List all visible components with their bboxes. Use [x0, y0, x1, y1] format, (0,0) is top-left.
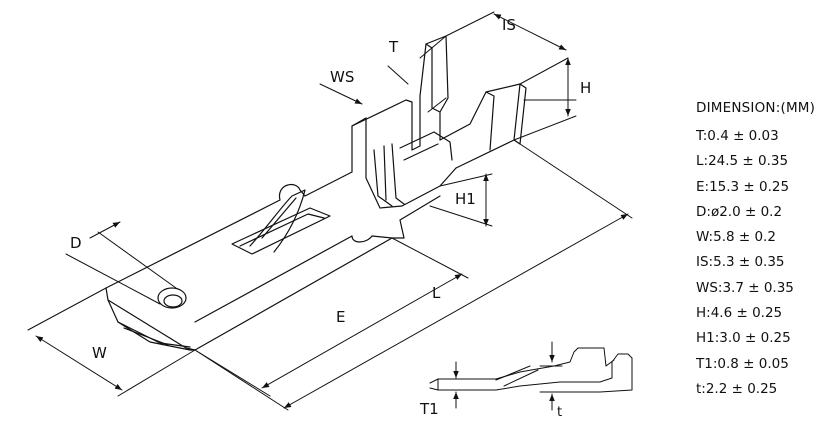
- spec-is: IS:5.3 ± 0.35: [696, 254, 785, 271]
- label-ws: WS: [330, 68, 354, 86]
- spec-e: E:15.3 ± 0.25: [696, 178, 790, 195]
- label-is: IS: [502, 16, 516, 34]
- label-h1: H1: [455, 190, 476, 208]
- dimension-lines: [27, 11, 633, 411]
- label-h: H: [580, 79, 591, 97]
- dimension-table-title: DIMENSION:(MM): [696, 100, 816, 116]
- spec-d: D:ø2.0 ± 0.2: [696, 203, 783, 220]
- spec-t-small: t:2.2 ± 0.25: [696, 380, 778, 397]
- label-t-small: t: [557, 405, 562, 420]
- spec-w: W:5.8 ± 0.2: [696, 229, 776, 246]
- spec-h1: H1:3.0 ± 0.25: [696, 330, 791, 347]
- label-w: W: [92, 344, 107, 362]
- label-t: T: [388, 38, 399, 56]
- side-profile: [429, 341, 633, 411]
- spec-t1: T1:0.8 ± 0.05: [696, 355, 789, 372]
- label-e: E: [336, 308, 345, 326]
- label-t1: T1: [419, 400, 439, 418]
- label-l: L: [432, 284, 441, 302]
- dimension-table: DIMENSION:(MM) T:0.4 ± 0.03 L:24.5 ± 0.3…: [696, 100, 826, 402]
- label-d: D: [70, 234, 82, 252]
- spec-ws: WS:3.7 ± 0.35: [696, 279, 794, 296]
- spec-t: T:0.4 ± 0.03: [696, 128, 779, 144]
- spec-h: H:4.6 ± 0.25: [696, 305, 783, 322]
- spec-l: L:24.5 ± 0.35: [696, 153, 789, 170]
